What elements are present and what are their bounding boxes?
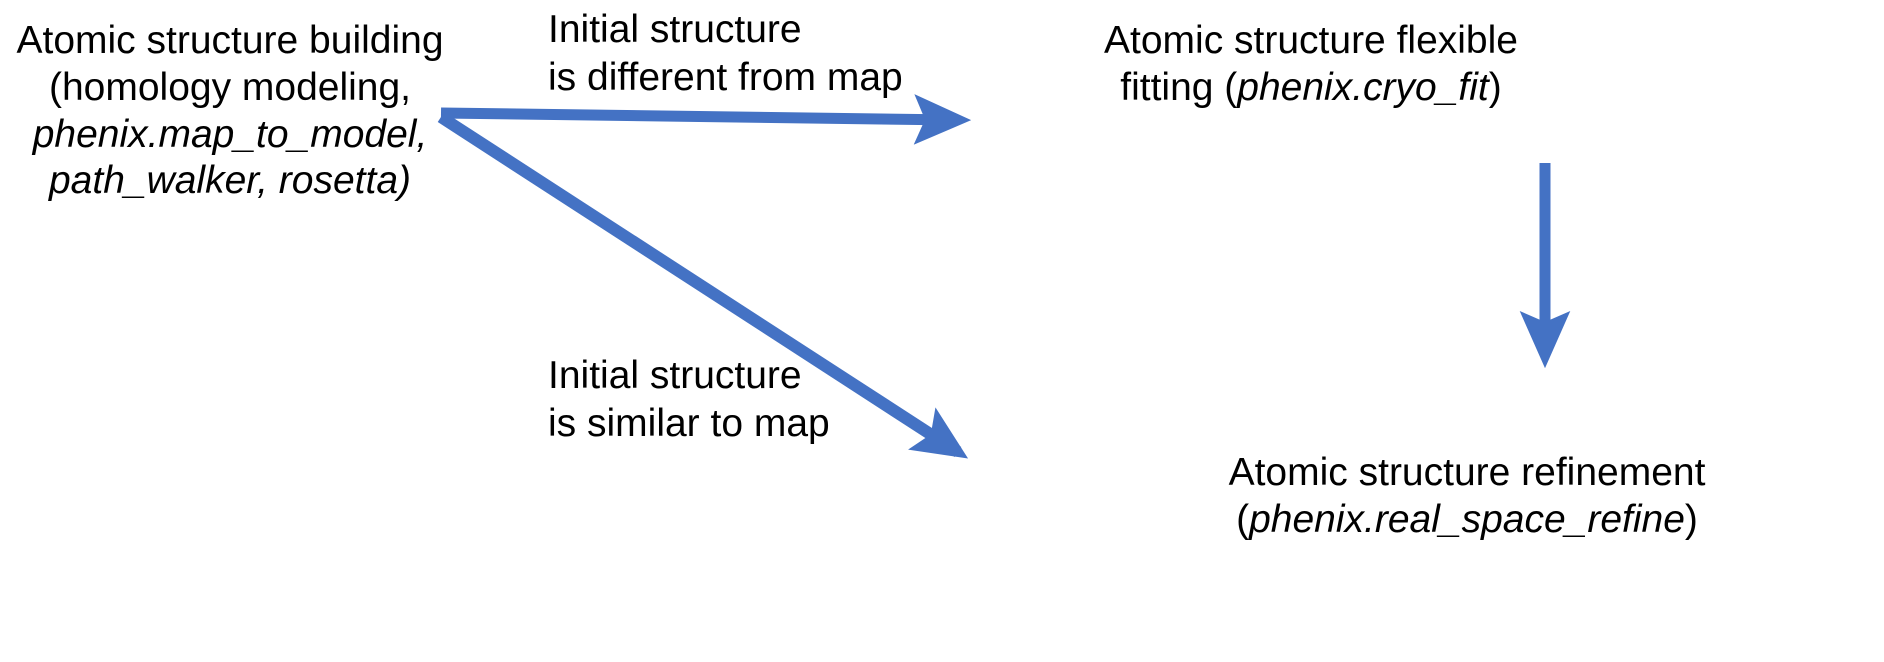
arrow-is-similar-to-map <box>437 111 969 459</box>
node-refinement-line-2: (phenix.real_space_refine) <box>1050 497 1884 544</box>
node-refinement-line-2-tail: ) <box>1684 497 1698 541</box>
node-refinement-line-2-prefix: ( <box>1236 497 1250 541</box>
node-fitting-line-2: fitting (phenix.cryo_fit) <box>1076 65 1546 112</box>
node-fitting-tool-name: phenix.cryo_fit <box>1237 65 1489 109</box>
node-building-line-4: path_walker, rosetta) <box>48 159 412 203</box>
node-atomic-structure-building: Atomic structure building (homology mode… <box>0 18 460 205</box>
node-atomic-structure-flexible-fitting: Atomic structure flexible fitting (pheni… <box>1076 18 1546 112</box>
node-refinement-tool-name: phenix.real_space_refine <box>1249 497 1685 541</box>
node-building-line-2: (homology modeling, <box>48 65 412 109</box>
edge-label-similar-line-1: Initial structure <box>548 354 802 397</box>
node-building-line-3: phenix.map_to_model, <box>32 112 428 156</box>
node-building-line-1: Atomic structure building <box>16 19 444 62</box>
edge-label-different-line-2: is different from map <box>548 55 903 99</box>
edge-label-similar-line-2: is similar to map <box>548 401 830 445</box>
node-atomic-structure-refinement: Atomic structure refinement (phenix.real… <box>1050 450 1884 544</box>
node-fitting-line-2-prefix: fitting ( <box>1120 65 1238 109</box>
arrow-is-different-from-map <box>440 94 972 145</box>
node-fitting-line-1: Atomic structure flexible <box>1104 19 1518 62</box>
edge-label-is-different-from-map: Initial structure is different from map <box>548 6 903 101</box>
edge-label-is-similar-to-map: Initial structure is similar to map <box>548 352 830 447</box>
node-fitting-line-2-tail: ) <box>1488 65 1502 109</box>
node-refinement-line-1: Atomic structure refinement <box>1228 451 1706 494</box>
edge-label-different-line-1: Initial structure <box>548 8 802 51</box>
